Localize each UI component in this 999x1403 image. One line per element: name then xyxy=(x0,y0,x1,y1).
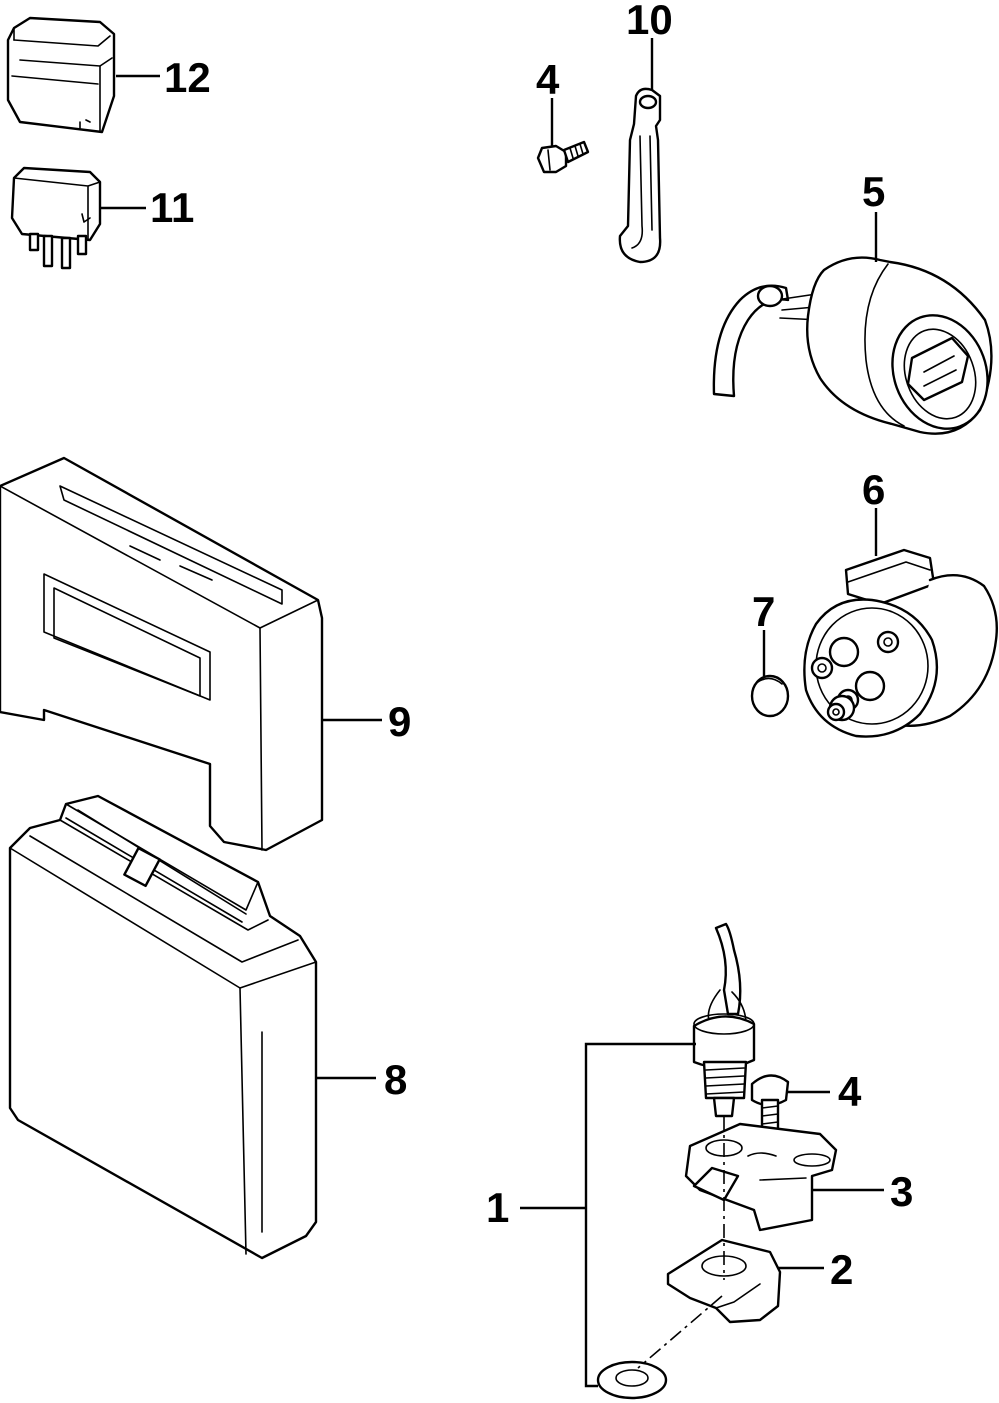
insulator-part-2 xyxy=(666,1238,782,1324)
leader-lines xyxy=(100,38,884,1388)
ground-strap-part-10 xyxy=(618,87,662,264)
callout-labels: 12 11 4 10 5 6 7 9 8 4 3 2 1 xyxy=(150,0,913,1293)
ecu-module-part-8 xyxy=(8,794,318,1260)
callout-9: 9 xyxy=(388,698,411,745)
ecu-bracket-part-9 xyxy=(0,456,324,852)
terminal-pin xyxy=(810,636,860,680)
callout-6: 6 xyxy=(862,466,885,513)
callout-5: 5 xyxy=(862,168,885,215)
bolt-part-4-top xyxy=(536,140,590,174)
terminal-pin xyxy=(826,694,856,722)
relay-small-part-11 xyxy=(10,166,102,270)
callout-3: 3 xyxy=(890,1168,913,1215)
connector-part-6 xyxy=(803,548,998,738)
terminal-pin xyxy=(876,630,900,654)
callout-1: 1 xyxy=(486,1184,509,1231)
callout-7: 7 xyxy=(752,588,775,635)
washer-part-1 xyxy=(596,1360,668,1400)
sensor-part-1 xyxy=(692,922,756,1118)
callout-12: 12 xyxy=(164,54,211,101)
cap-part-7 xyxy=(750,674,790,718)
relay-large-part-12 xyxy=(6,16,116,134)
connector-part-5 xyxy=(712,256,993,435)
callout-4-top: 4 xyxy=(536,56,560,103)
callout-2: 2 xyxy=(830,1246,853,1293)
alignment-line xyxy=(637,1295,723,1369)
bracket-part-3 xyxy=(684,1122,838,1232)
callout-4-bottom: 4 xyxy=(838,1068,862,1115)
callout-10: 10 xyxy=(626,0,673,43)
callout-11: 11 xyxy=(150,184,194,231)
callout-8: 8 xyxy=(384,1056,407,1103)
